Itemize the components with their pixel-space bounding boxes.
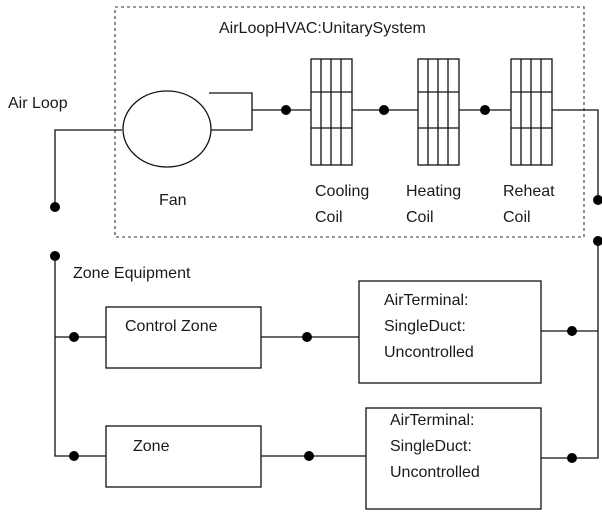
- node-heating-outlet: [480, 105, 490, 115]
- zone-label: Zone: [133, 438, 170, 455]
- node-cooling-outlet: [379, 105, 389, 115]
- cooling-coil-symbol: [310, 58, 353, 166]
- air-terminal-1-box: [358, 280, 542, 384]
- zone-equipment-label: Zone Equipment: [73, 265, 191, 282]
- node-terminal-2-inlet: [567, 453, 577, 463]
- air-terminal-1-line1: AirTerminal:: [384, 292, 468, 309]
- reheat-coil-label-line1: Reheat: [503, 183, 555, 200]
- heating-coil-symbol: [417, 58, 460, 166]
- fan-label: Fan: [159, 192, 187, 209]
- air-loop-label: Air Loop: [8, 95, 68, 112]
- fan-symbol: [122, 90, 212, 168]
- node-zone-inlet: [304, 451, 314, 461]
- reheat-outlet-pipe: [552, 109, 599, 200]
- node-terminal-1-inlet: [567, 326, 577, 336]
- air-terminal-2-line1: AirTerminal:: [390, 412, 474, 429]
- unitary-system-label: AirLoopHVAC:UnitarySystem: [219, 20, 426, 37]
- air-terminal-2-line2: SingleDuct:: [390, 438, 472, 455]
- air-terminal-2-box: [365, 407, 542, 510]
- unitary-system-boundary: [114, 6, 585, 238]
- heating-coil-label-line2: Coil: [406, 209, 434, 226]
- zone-box: [105, 425, 262, 488]
- air-terminal-1-line3: Uncontrolled: [384, 344, 474, 361]
- reheat-coil-symbol: [510, 58, 553, 166]
- control-zone-label: Control Zone: [125, 318, 218, 335]
- cooling-coil-label-line2: Coil: [315, 209, 343, 226]
- reheat-coil-label-line2: Coil: [503, 209, 531, 226]
- air-terminal-1-line2: SingleDuct:: [384, 318, 466, 335]
- node-control-zone-return: [69, 332, 79, 342]
- cooling-coil-label-line1: Cooling: [315, 183, 369, 200]
- node-supply-inlet: [50, 202, 60, 212]
- node-fan-outlet: [281, 105, 291, 115]
- control-zone-box: [105, 306, 262, 369]
- air-terminal-2-line3: Uncontrolled: [390, 464, 480, 481]
- node-control-zone-inlet: [302, 332, 312, 342]
- supply-return-pipe: [54, 129, 122, 207]
- heating-coil-label-line1: Heating: [406, 183, 461, 200]
- fan-outlet-pipe: [209, 92, 253, 131]
- supply-splitter-pipe: [541, 241, 599, 459]
- node-supply-outlet: [593, 195, 602, 205]
- return-mixer-pipe: [54, 256, 106, 457]
- node-zone-return: [69, 451, 79, 461]
